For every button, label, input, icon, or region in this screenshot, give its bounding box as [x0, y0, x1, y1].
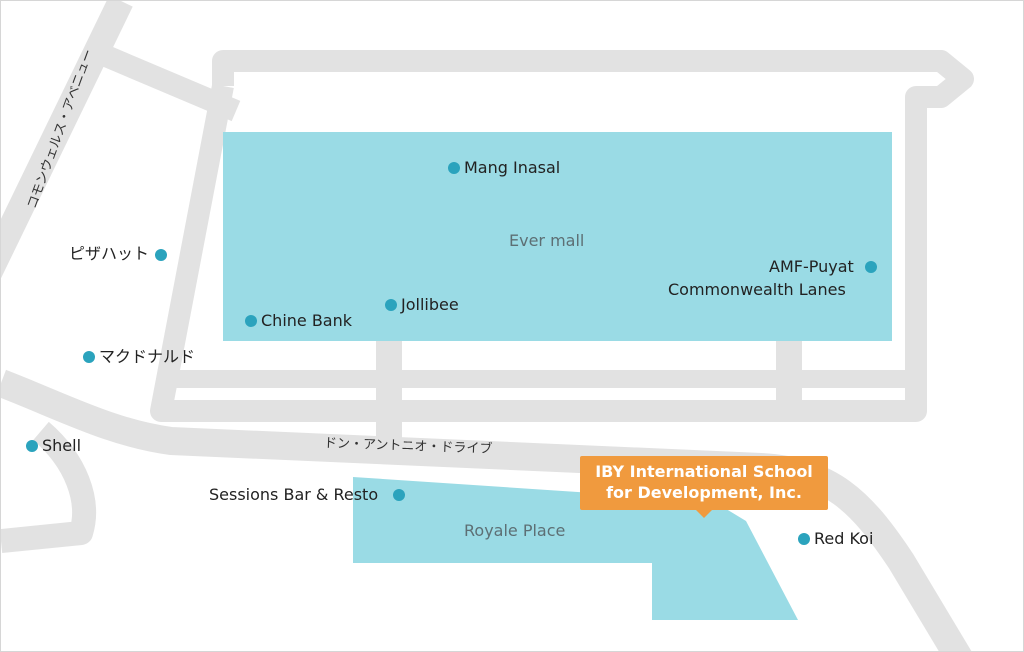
poi-dot-mcdonalds	[83, 351, 95, 363]
poi-label-pizza-hut[interactable]: ピザハット	[69, 244, 150, 263]
destination-callout[interactable]: IBY International School for Development…	[580, 456, 828, 518]
road-commonwealth	[1, 1, 133, 279]
area-label-ever-mall: Ever mall	[509, 231, 585, 250]
poi-label-shell[interactable]: Shell	[42, 436, 82, 455]
destination-line2: for Development, Inc.	[606, 483, 802, 502]
callout-pointer	[696, 510, 712, 518]
poi-dot-red-koi	[798, 533, 810, 545]
poi-label-red-koi[interactable]: Red Koi	[814, 529, 874, 548]
poi-dot-pizza-hut	[155, 249, 167, 261]
poi-label-sessions[interactable]: Sessions Bar & Resto	[209, 485, 379, 504]
road-loop-sw	[1, 421, 96, 553]
poi-label-jollibee[interactable]: Jollibee	[401, 295, 459, 314]
poi-dot-sessions	[393, 489, 405, 501]
poi-dot-shell	[26, 440, 38, 452]
area-label-royale-place: Royale Place	[464, 521, 566, 540]
area-ever-mall	[223, 132, 892, 341]
road-mall-ring	[150, 50, 974, 422]
poi-dot-mang-inasal	[448, 162, 460, 174]
poi-label-mang-inasal[interactable]: Mang Inasal	[464, 158, 561, 177]
destination-line1: IBY International School	[595, 462, 813, 481]
area-royale-place	[353, 477, 798, 620]
poi-label-amf-line2[interactable]: Commonwealth Lanes	[668, 280, 846, 299]
poi-dot-amf-puyat	[865, 261, 877, 273]
poi-label-amf-line1[interactable]: AMF-Puyat	[769, 257, 854, 276]
poi-label-mcdonalds[interactable]: マクドナルド	[99, 347, 196, 366]
poi-label-chine-bank[interactable]: Chine Bank	[261, 311, 353, 330]
poi-dot-chine-bank	[245, 315, 257, 327]
poi-dot-jollibee	[385, 299, 397, 311]
